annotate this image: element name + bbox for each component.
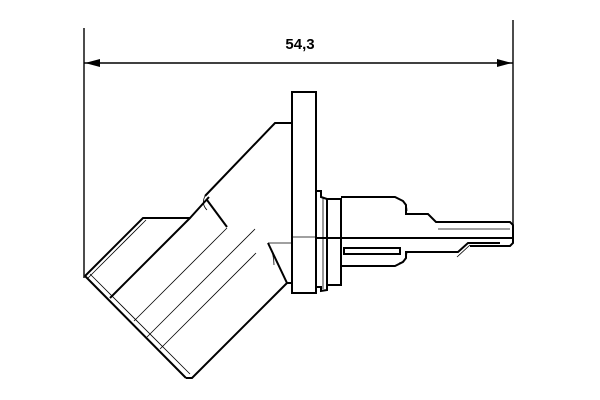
body-inner-line-3 [159,252,257,350]
body-lower-fillet [267,242,275,266]
housing-upper-outline [341,196,500,223]
body-step-edge [206,199,228,228]
cap-upper-inner-edge [87,219,147,279]
sensor-angled-body [84,122,292,379]
flange-outline [291,91,317,294]
body-inner-line-1 [133,227,228,322]
cap-upper-edge [84,196,210,277]
collar-ring [326,198,342,286]
end-face-inner [89,273,191,375]
connector-housing [316,190,500,293]
housing-lower-outline [341,242,500,267]
dimension-label-overall-width: 54,3 [285,36,315,53]
body-inner-line-2 [146,228,256,338]
housing-bottom-curve [398,250,408,264]
body-lower-transition [267,242,292,284]
arrowhead-right-icon [497,59,512,67]
dimension-overall-width [83,20,514,278]
mounting-flange [291,91,317,294]
arrowhead-left-icon [85,59,100,67]
housing-internal-slot [343,247,401,255]
end-face-outer [84,275,187,379]
collar-outline [316,190,328,293]
body-upper-edge [204,122,292,197]
housing-top-curve [398,198,408,212]
cap-step-edge [109,217,191,299]
contact-pin [436,221,514,258]
pin-chamfer-line [456,244,471,258]
pin-outline [436,221,514,247]
body-lower-edge [186,282,288,379]
